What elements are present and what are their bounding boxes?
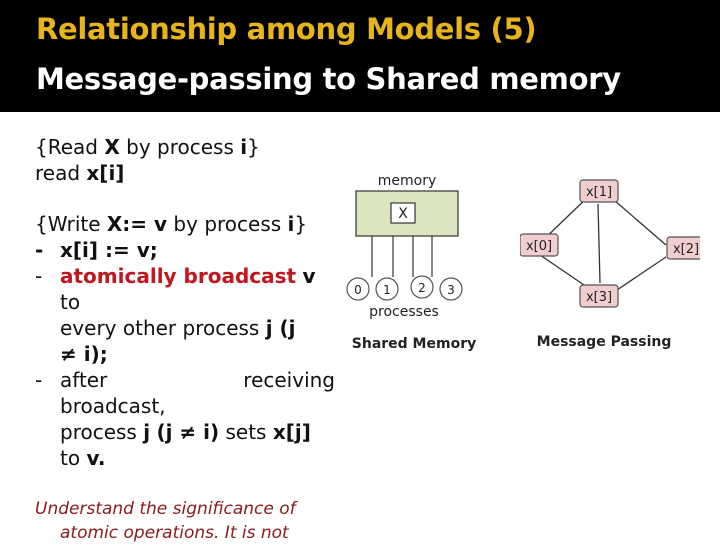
slide-subtitle: Message-passing to Shared memory: [36, 62, 621, 96]
node-x3: [579, 284, 619, 308]
title-bar: Relationship among Models (5) Message-pa…: [0, 0, 720, 112]
process-node-2: [410, 275, 434, 299]
slide-title: Relationship among Models (5): [36, 12, 537, 46]
read-line-1: {Read X by process i}: [35, 135, 260, 159]
edge-x1-x2: [606, 193, 667, 246]
memory-cell-label: X: [398, 206, 408, 222]
edge-x2-x3: [613, 256, 667, 293]
read-line-2: read x[i]: [35, 161, 125, 185]
edge-x0-x3: [539, 254, 591, 290]
processes-label: processes: [369, 304, 439, 320]
shared-memory-caption: Shared Memory: [352, 336, 476, 352]
footnote: Understand the significance of atomic op…: [35, 499, 296, 543]
edge-x1-x3: [597, 203, 601, 284]
process-label-0: 0: [354, 283, 362, 297]
message-passing-caption: Message Passing: [537, 334, 672, 350]
write-line-1: {Write X:= v by process i}: [35, 212, 308, 236]
memory-cell: [390, 202, 416, 224]
node-label-x0: x[0]: [526, 239, 552, 254]
process-node-0: [346, 277, 370, 301]
process-label-3: 3: [447, 283, 455, 297]
node-label-x2: x[2]: [673, 242, 699, 257]
shared-memory-diagram: memory X 0 1 2 3 processes Shared Memory: [346, 173, 476, 352]
process-node-3: [439, 277, 463, 301]
read-block: {Read X by process i} read x[i]: [35, 134, 335, 186]
memory-label: memory: [378, 173, 437, 189]
write-block: {Write X:= v by process i} -x[i] := v; -…: [35, 211, 335, 471]
process-label-1: 1: [383, 283, 391, 297]
node-x2: [666, 236, 700, 260]
node-x1: [579, 179, 619, 203]
process-label-2: 2: [418, 281, 426, 295]
node-label-x3: x[3]: [586, 290, 612, 305]
message-passing-diagram: x[1] x[0] x[2] x[3] Message Passing: [520, 179, 700, 350]
node-x0: [520, 233, 559, 257]
write-step-assign: -x[i] := v;: [35, 238, 158, 262]
write-step-broadcast: - atomically broadcast v to every other …: [35, 264, 316, 366]
process-node-1: [375, 277, 399, 301]
node-label-x1: x[1]: [586, 185, 612, 200]
